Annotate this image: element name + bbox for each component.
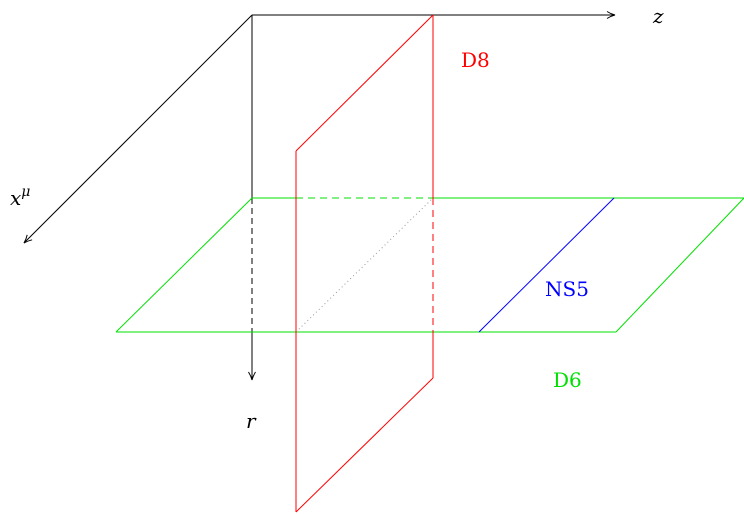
d6-left-edge xyxy=(115,197,253,333)
r-axis-label: r xyxy=(246,409,257,433)
z-axis-label: z xyxy=(652,4,664,28)
d6-label: D6 xyxy=(553,368,582,392)
ns5-brane-line xyxy=(478,197,615,333)
x-axis-line xyxy=(23,14,253,244)
x-axis-base: x xyxy=(10,186,21,210)
x-mu-axis-label: xμ xyxy=(10,184,30,210)
d8-bottom-edge xyxy=(295,377,434,513)
d8-label: D8 xyxy=(461,48,490,72)
intersection-dotted-line xyxy=(295,197,434,333)
d6-right-edge xyxy=(615,197,744,333)
x-axis-superscript: μ xyxy=(21,184,30,200)
ns5-label: NS5 xyxy=(545,277,589,301)
d8-top-edge xyxy=(295,14,434,152)
